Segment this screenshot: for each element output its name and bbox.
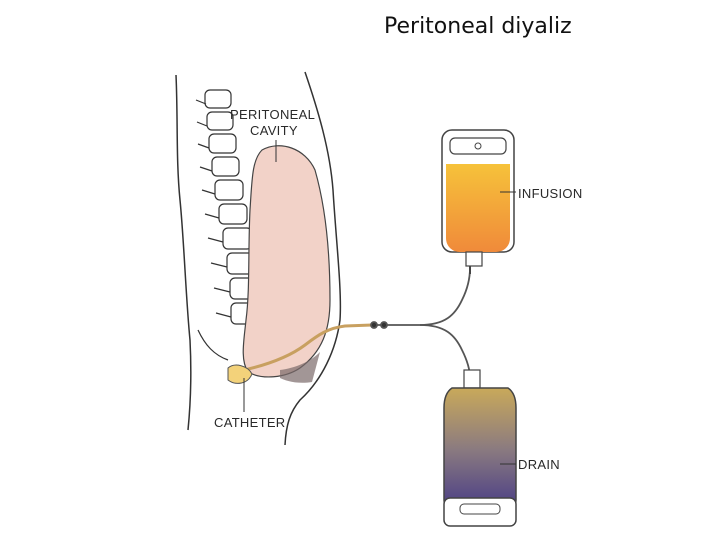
label-peritoneal-line2: CAVITY: [250, 123, 298, 138]
label-drain: DRAIN: [518, 457, 560, 472]
label-infusion: INFUSION: [518, 186, 583, 201]
peritoneal-cavity: [243, 146, 330, 377]
tubing: [371, 268, 470, 378]
drain-bag: [444, 370, 516, 526]
label-catheter: CATHETER: [214, 415, 286, 430]
infusion-bag: [442, 130, 516, 274]
label-peritoneal-line1: PERITONEAL: [230, 107, 315, 122]
